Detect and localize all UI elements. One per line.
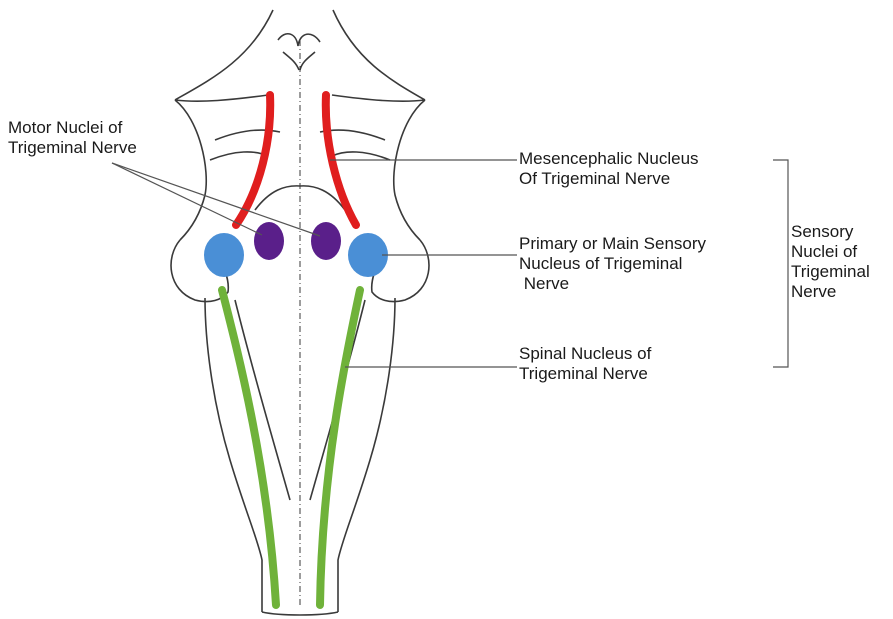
midbrain-top xyxy=(278,34,320,46)
left-pons-outline xyxy=(175,100,206,240)
spinal-nucleus-label: Spinal Nucleus of Trigeminal Nerve xyxy=(519,344,651,384)
midbrain-colliculi-right xyxy=(300,52,315,70)
sensory-nuclei-group-label: Sensory Nuclei of Trigeminal Nerve xyxy=(791,222,870,302)
sensory-group-line2: Nuclei of xyxy=(791,242,870,262)
motor-nuclei-label: Motor Nuclei of Trigeminal Nerve xyxy=(8,118,137,158)
mesencephalic-nucleus-left xyxy=(236,95,270,225)
motor-nuclei-label-line2: Trigeminal Nerve xyxy=(8,138,137,158)
right-inner-curve-2 xyxy=(332,152,390,160)
bottom-edge xyxy=(262,612,338,615)
left-inner-curve-2 xyxy=(210,152,268,160)
sensory-group-line1: Sensory xyxy=(791,222,870,242)
primary-sensory-nucleus-label: Primary or Main Sensory Nucleus of Trige… xyxy=(519,234,706,294)
primary-label-line2: Nucleus of Trigeminal xyxy=(519,254,706,274)
sensory-group-line4: Nerve xyxy=(791,282,870,302)
right-upper-curve xyxy=(333,10,425,100)
primary-label-line3: Nerve xyxy=(519,274,706,294)
left-upper-curve xyxy=(175,10,273,100)
mesencephalic-label-line1: Mesencephalic Nucleus xyxy=(519,149,699,169)
mesencephalic-label-line2: Of Trigeminal Nerve xyxy=(519,169,699,189)
right-peduncle-curve xyxy=(332,95,425,101)
motor-nucleus-left xyxy=(254,222,284,260)
spinal-label-line2: Trigeminal Nerve xyxy=(519,364,651,384)
sensory-group-line3: Trigeminal xyxy=(791,262,870,282)
primary-label-line1: Primary or Main Sensory xyxy=(519,234,706,254)
left-peduncle-curve xyxy=(175,95,268,101)
motor-nucleus-right xyxy=(311,222,341,260)
motor-nuclei-label-line1: Motor Nuclei of xyxy=(8,118,137,138)
spinal-label-line1: Spinal Nucleus of xyxy=(519,344,651,364)
spinal-nucleus-left xyxy=(222,290,276,605)
mesencephalic-nucleus-label: Mesencephalic Nucleus Of Trigeminal Nerv… xyxy=(519,149,699,189)
right-pons-outline xyxy=(394,100,425,240)
midbrain-colliculi-left xyxy=(283,52,299,70)
motor-leader-left xyxy=(112,163,262,235)
main-sensory-nucleus-left xyxy=(204,233,244,277)
sensory-bracket xyxy=(773,160,788,367)
motor-leader-right xyxy=(112,163,320,236)
spinal-nucleus-right xyxy=(320,290,360,605)
